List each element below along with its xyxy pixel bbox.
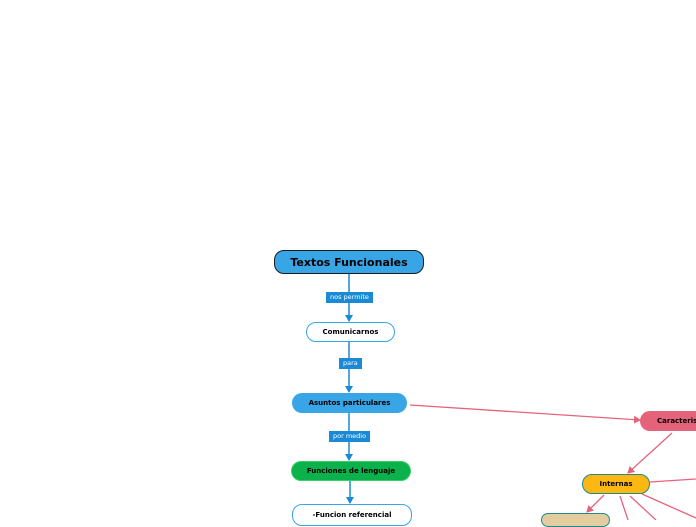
node-funcion-referencial[interactable]: -Funcion referencial [292, 504, 412, 526]
link-label-por-medio: por medio [329, 431, 371, 442]
node-comunicarnos[interactable]: Comunicarnos [306, 322, 395, 342]
connector-caracteristicas-to-internas [627, 432, 673, 474]
node-funciones-de-lenguaje[interactable]: Funciones de lenguaje [291, 461, 411, 481]
node-textos-funcionales[interactable]: Textos Funcionales [274, 250, 424, 274]
link-label-para: para [339, 358, 362, 369]
connector-internas-down-2 [629, 495, 657, 520]
node-internas[interactable]: Internas [582, 474, 650, 494]
node-asuntos-particulares[interactable]: Asuntos particulares [292, 393, 407, 413]
connector-internas-down-1 [619, 495, 629, 520]
node-internas-child[interactable] [541, 513, 610, 527]
node-caracteristicas[interactable]: Caracteris [640, 411, 696, 431]
connector-internas-to-child [586, 494, 605, 513]
connector-asuntos-to-caracteristicas [409, 404, 641, 424]
connector-internas-down-3 [641, 493, 696, 519]
link-label-nos-permite: nos permite [326, 292, 373, 303]
connector-internas-to-right [649, 478, 696, 483]
